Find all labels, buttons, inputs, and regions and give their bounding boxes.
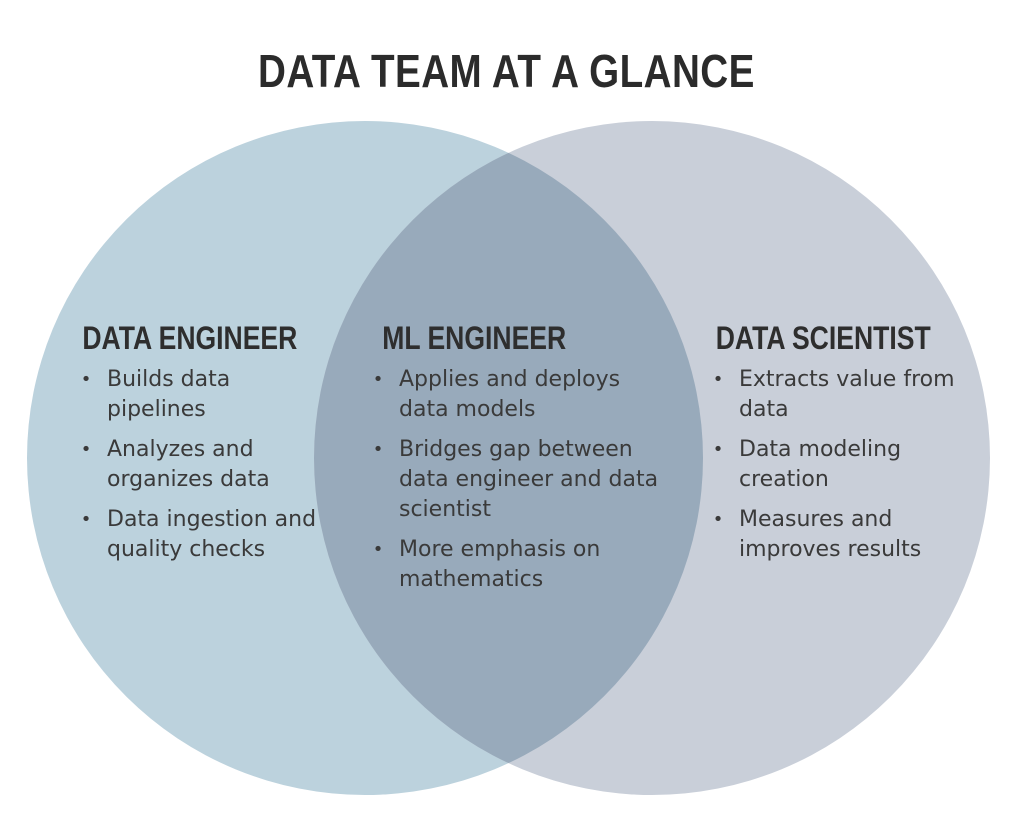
list-item: • More emphasis on mathematics bbox=[372, 535, 659, 595]
bullet-icon: • bbox=[80, 439, 92, 460]
list-item: • Analyzes and organizes data bbox=[80, 435, 332, 495]
list-item: • Bridges gap between data engineer and … bbox=[372, 435, 659, 525]
list-item-text: Analyzes and organizes data bbox=[107, 437, 270, 492]
bullet-icon: • bbox=[80, 509, 92, 530]
list-item-text: Extracts value from data bbox=[739, 367, 955, 422]
list-item-text: Builds data pipelines bbox=[107, 367, 231, 422]
list-item: • Data ingestion and quality checks bbox=[80, 505, 332, 565]
bullet-icon: • bbox=[372, 369, 384, 390]
list-item: • Measures and improves results bbox=[712, 505, 974, 565]
bullet-icon: • bbox=[372, 439, 384, 460]
list-item-text: Bridges gap between data engineer and da… bbox=[399, 437, 659, 522]
list-item-text: More emphasis on mathematics bbox=[399, 537, 601, 592]
bullet-icon: • bbox=[80, 369, 92, 390]
page-title: DATA TEAM AT A GLANCE bbox=[258, 45, 755, 97]
list-item-text: Applies and deploys data models bbox=[399, 367, 621, 422]
list-item-text: Data ingestion and quality checks bbox=[107, 507, 317, 562]
ml-engineer-list: • Applies and deploys data models • Brid… bbox=[372, 365, 672, 595]
data-engineer-section: DATA ENGINEER • Builds data pipelines • … bbox=[80, 320, 340, 575]
list-item: • Builds data pipelines bbox=[80, 365, 332, 425]
bullet-icon: • bbox=[712, 369, 724, 390]
ml-engineer-overlap bbox=[314, 121, 703, 795]
ml-engineer-section: ML ENGINEER • Applies and deploys data m… bbox=[372, 320, 672, 605]
list-item: • Data modeling creation bbox=[712, 435, 974, 495]
list-item: • Applies and deploys data models bbox=[372, 365, 659, 425]
ml-engineer-heading: ML ENGINEER bbox=[382, 320, 567, 356]
list-item-text: Data modeling creation bbox=[739, 437, 902, 492]
list-item-text: Measures and improves results bbox=[739, 507, 922, 562]
data-scientist-heading: DATA SCIENTIST bbox=[715, 320, 931, 356]
bullet-icon: • bbox=[372, 539, 384, 560]
data-scientist-section: DATA SCIENTIST • Extracts value from dat… bbox=[712, 320, 982, 575]
data-engineer-list: • Builds data pipelines • Analyzes and o… bbox=[80, 365, 340, 565]
list-item: • Extracts value from data bbox=[712, 365, 974, 425]
data-scientist-list: • Extracts value from data • Data modeli… bbox=[712, 365, 982, 565]
data-engineer-heading: DATA ENGINEER bbox=[82, 320, 298, 356]
bullet-icon: • bbox=[712, 509, 724, 530]
bullet-icon: • bbox=[712, 439, 724, 460]
